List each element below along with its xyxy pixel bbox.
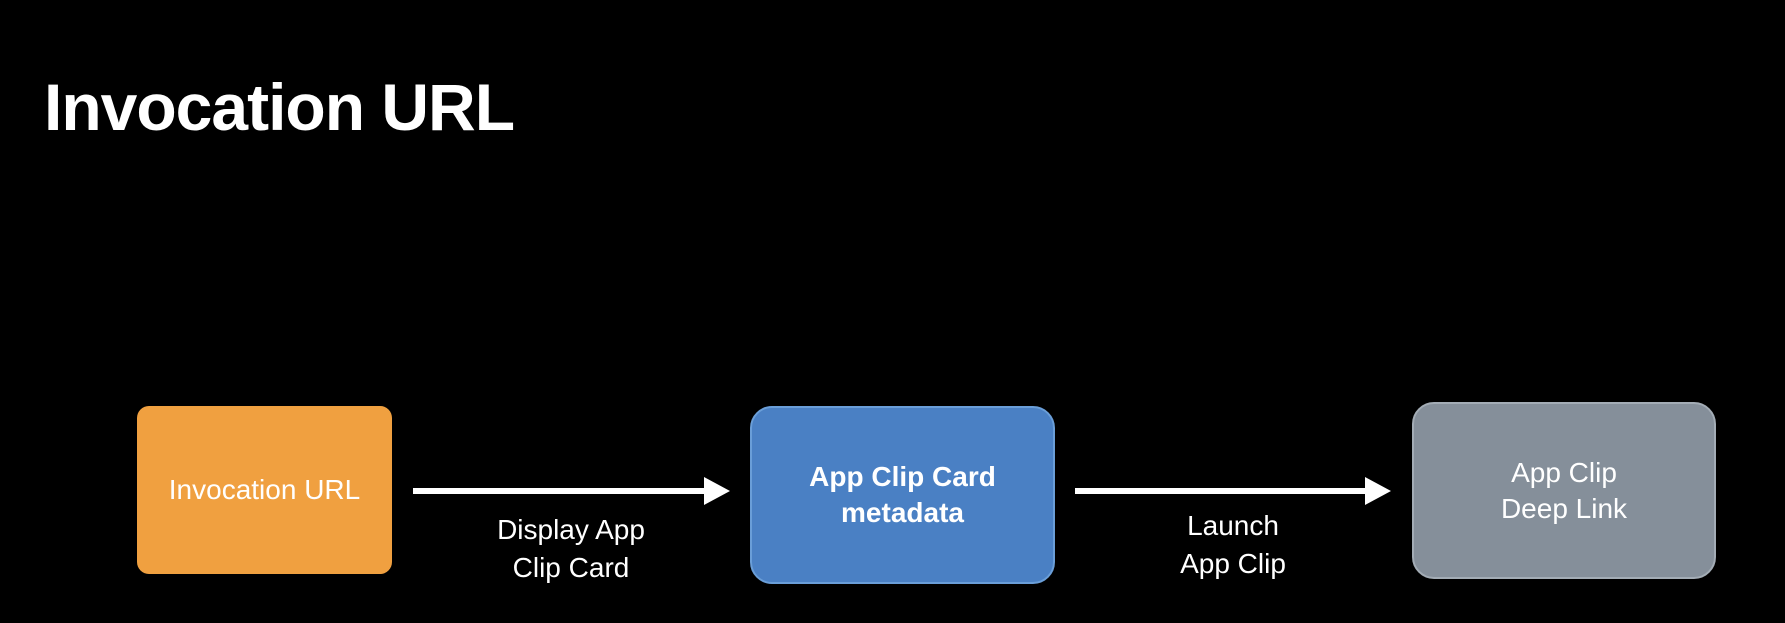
slide-title: Invocation URL: [44, 70, 515, 144]
node-app-clip-deep-link: App Clip Deep Link: [1412, 402, 1716, 579]
node-label: metadata: [841, 497, 964, 528]
edge-label-display-app-clip-card: Display App Clip Card: [471, 511, 671, 587]
arrow-launch-app-clip: [1075, 477, 1391, 505]
node-app-clip-card-metadata: App Clip Card metadata: [750, 406, 1055, 584]
arrow-shaft: [1075, 488, 1366, 494]
node-label: App Clip Card: [809, 461, 996, 492]
node-label: Deep Link: [1500, 492, 1628, 524]
node-label: Invocation URL: [168, 474, 361, 505]
node-invocation-url: Invocation URL: [137, 406, 392, 574]
arrow-head-icon: [704, 477, 730, 505]
arrow-shaft: [413, 488, 705, 494]
node-label: App Clip: [1511, 456, 1617, 488]
edge-label-line: Display App: [497, 514, 645, 545]
arrow-head-icon: [1365, 477, 1391, 505]
edge-label-line: App Clip: [1180, 548, 1286, 579]
edge-label-line: Launch: [1187, 510, 1279, 541]
arrow-display-app-clip-card: [413, 477, 730, 505]
edge-label-launch-app-clip: Launch App Clip: [1133, 507, 1333, 583]
edge-label-line: Clip Card: [512, 552, 630, 583]
